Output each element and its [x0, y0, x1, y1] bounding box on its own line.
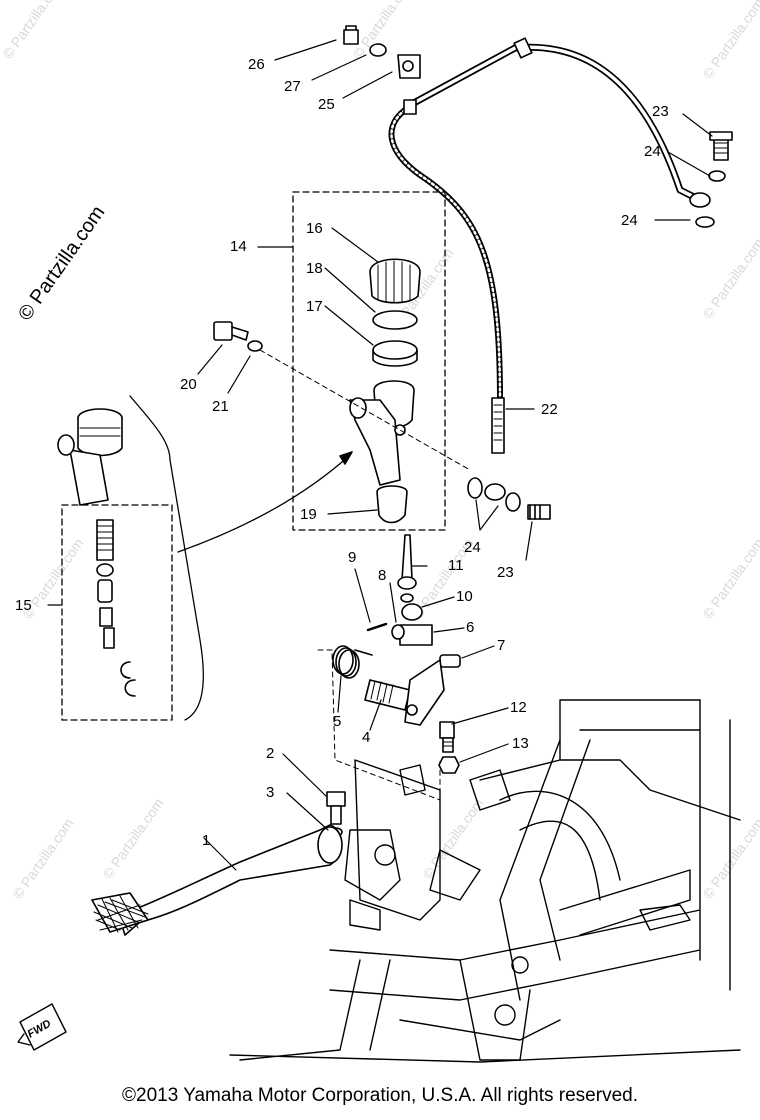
- callout-20: 20: [180, 376, 197, 393]
- leader-lines: [47, 39, 713, 871]
- watermark-tile: © Partzilla.com: [9, 815, 76, 901]
- callout-22: 22: [541, 401, 558, 418]
- callout-6: 6: [466, 619, 474, 636]
- push-rod: [397, 534, 417, 603]
- callout-17: 17: [306, 298, 323, 315]
- brake-pedal: [91, 824, 343, 936]
- reservoir-cap: [369, 258, 421, 304]
- lower-banjo-fitting: [467, 477, 551, 520]
- brake-hose: [388, 37, 704, 454]
- diaphragm-plate: [372, 340, 418, 367]
- callout-14: 14: [230, 238, 247, 255]
- callout-23-upper: 23: [652, 103, 669, 120]
- rear-brake-exploded-diagram: © Partzilla.com © Partzilla.com © Partzi…: [0, 0, 760, 1063]
- lock-nut: [401, 603, 423, 621]
- brake-pedal-shaft: [364, 659, 445, 726]
- callout-3: 3: [266, 784, 274, 801]
- forward-direction-badge: [17, 1003, 67, 1051]
- piston-kit-box: [61, 504, 173, 721]
- callout-10: 10: [456, 588, 473, 605]
- callout-15: 15: [15, 597, 32, 614]
- clevis: [366, 622, 433, 646]
- callout-26: 26: [248, 56, 265, 73]
- watermark-tile: © Partzilla.com: [699, 0, 760, 82]
- bolt-alignment-line: [259, 349, 471, 471]
- upper-banjo-fitting: [689, 131, 733, 228]
- frame: [229, 699, 741, 1063]
- callout-21: 21: [212, 398, 229, 415]
- watermark-tile: © Partzilla.com: [699, 235, 760, 321]
- diaphragm: [372, 310, 418, 330]
- callout-25: 25: [318, 96, 335, 113]
- watermark-main: © Partzilla.com: [14, 202, 109, 325]
- callout-4: 4: [362, 729, 370, 746]
- master-cylinder-boot: [376, 485, 408, 524]
- return-spring: [332, 645, 373, 679]
- watermark-tile: © Partzilla.com: [699, 535, 760, 621]
- master-cylinder-inset: [57, 395, 353, 721]
- callout-27: 27: [284, 78, 301, 95]
- callout-24-upper: 24: [644, 143, 661, 160]
- callout-1: 1: [202, 832, 210, 849]
- master-cylinder-body: [349, 380, 415, 486]
- watermark-tile: © Partzilla.com: [99, 795, 166, 881]
- spring-group-bracket: [317, 649, 441, 801]
- clevis-pin: [439, 654, 461, 668]
- callout-11: 11: [448, 557, 464, 574]
- pedal-bolt: [326, 791, 346, 825]
- callout-5: 5: [333, 713, 341, 730]
- callout-12: 12: [510, 699, 527, 716]
- callout-2: 2: [266, 745, 274, 762]
- callout-23-lower: 23: [497, 564, 514, 581]
- hose-clamp: [343, 25, 421, 79]
- callout-13: 13: [512, 735, 529, 752]
- callout-16: 16: [306, 220, 323, 237]
- adjust-nut: [438, 756, 460, 774]
- callout-18: 18: [306, 260, 323, 277]
- callout-8: 8: [378, 567, 386, 584]
- callout-9: 9: [348, 549, 356, 566]
- copyright-notice: ©2013 Yamaha Motor Corporation, U.S.A. A…: [122, 1085, 638, 1106]
- callout-24-lower: 24: [464, 539, 481, 556]
- master-cylinder-box: [292, 191, 446, 531]
- callout-24-middle: 24: [621, 212, 638, 229]
- mounting-bolt: [213, 321, 263, 352]
- watermark-tile: © Partzilla.com: [0, 0, 67, 62]
- callout-19: 19: [300, 506, 317, 523]
- adjust-bolt: [439, 721, 455, 753]
- callout-7: 7: [497, 637, 505, 654]
